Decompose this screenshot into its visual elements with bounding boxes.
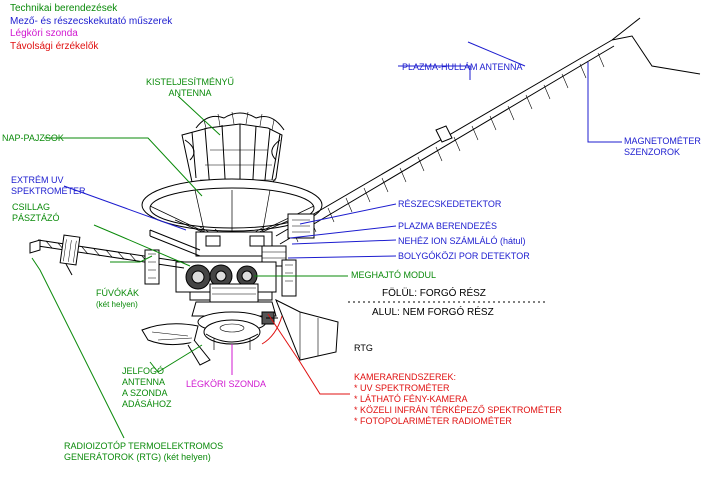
label-particle-detector: RÉSZECSKEDETEKTOR	[398, 199, 502, 209]
label-magnetometer: MAGNETOMÉTER SZENZOROK	[624, 136, 701, 157]
label-rtg: RTG	[354, 343, 373, 353]
label-despun-section: ALUL: NEM FORGÓ RÉSZ	[372, 307, 494, 318]
label-propulsion-module: MEGHAJTÓ MODUL	[351, 270, 437, 280]
legend-item-technical: Technikai berendezések	[10, 3, 118, 14]
label-thrusters: FÚVÓKÁK (két helyen)	[96, 288, 140, 309]
despun-section-drawing	[191, 301, 278, 350]
label-spun-section: FÖLÜL: FORGÓ RÉSZ	[382, 288, 486, 299]
rtg-boom-left-drawing	[29, 234, 185, 276]
thruster-booms-drawing	[144, 229, 339, 361]
legend: Technikai berendezések Mező- és részecsk…	[10, 3, 172, 53]
label-star-scanner: CSILLAG PÁSZTÁZÓ	[12, 202, 60, 223]
spacecraft-bus-drawing	[195, 231, 287, 267]
legend-item-field-particle: Mező- és részecskekutató műszerek	[10, 15, 173, 27]
leader-lines	[31, 41, 622, 439]
label-sun-shields: NAP-PAJZSOK	[2, 133, 64, 143]
label-euv-spectrometer: EXTRÉM UV SPEKTROMÉTER	[11, 175, 86, 196]
label-atmospheric-probe: LÉGKÖRI SZONDA	[186, 379, 267, 389]
plasma-wave-antenna-drawing	[611, 17, 701, 75]
label-dust-detector: BOLYGÓKÖZI POR DETEKTOR	[398, 251, 530, 261]
propulsion-tanks-drawing	[175, 261, 277, 303]
label-plasma-wave-antenna: PLAZMA-HULLÁM ANTENNA	[402, 62, 523, 72]
spacecraft-drawing	[29, 17, 701, 366]
label-rtg-full: RADIOIZOTÓP TERMOELEKTROMOS GENERÁTOROK …	[64, 441, 224, 462]
relay-antenna-drawing	[141, 323, 211, 366]
label-camera-systems: KAMERARENDSZEREK: * UV SPEKTROMÉTER * LÁ…	[354, 372, 562, 426]
label-probe-relay-antenna: JELFOGÓ ANTENNA A SZONDA ADÁSÁHOZ	[122, 366, 172, 409]
label-heavy-ion: NEHÉZ ION SZÁMLÁLÓ (hátul)	[398, 236, 526, 246]
label-high-gain-antenna: KISTELJESÍTMÉNYŰ ANTENNA	[146, 77, 235, 98]
legend-item-probe: Légköri szonda	[10, 28, 78, 39]
magnetometer-boom-drawing	[275, 39, 615, 245]
label-plasma: PLAZMA BERENDEZÉS	[398, 221, 498, 231]
legend-item-remote-sensing: Távolsági érzékelők	[10, 40, 99, 52]
